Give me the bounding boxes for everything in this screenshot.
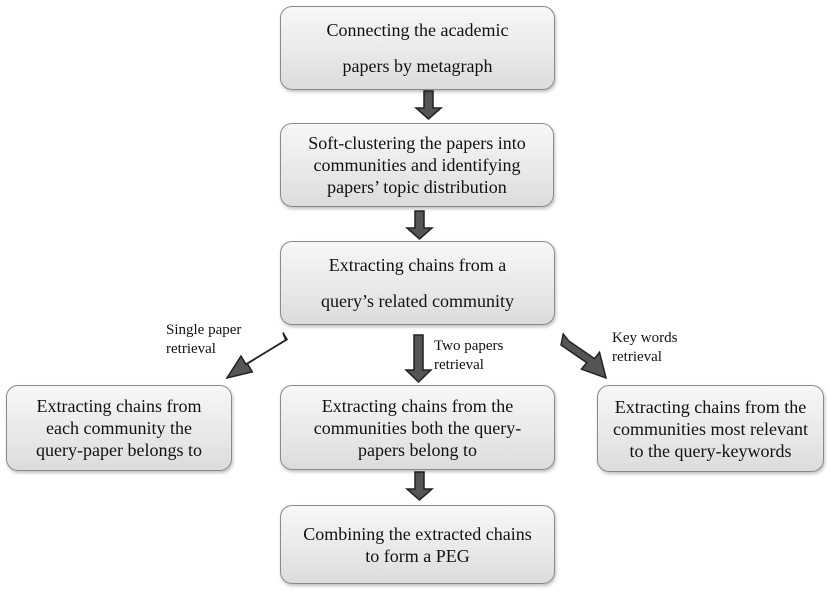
box-line: Extracting chains from the <box>614 396 807 417</box>
label-line: retrieval <box>166 341 216 357</box>
two-papers-extraction-box: Extracting chains from the communities b… <box>280 385 555 470</box>
box-line: to the query-keywords <box>629 440 792 461</box>
box-line: Extracting chains from a <box>328 255 507 275</box>
soft-clustering-box: Soft-clustering the papers into communit… <box>280 123 554 207</box>
box-line: communities and identifying <box>313 155 521 175</box>
label-line: retrieval <box>612 349 662 365</box>
box-line: each community the <box>46 418 192 438</box>
box-line: communities most relevant <box>613 418 808 439</box>
box-line: communities both the query- <box>313 417 522 438</box>
keywords-extraction-box: Extracting chains from the communities m… <box>597 385 824 472</box>
box-line: to form a PEG <box>365 545 470 566</box>
label-line: Single paper <box>166 322 242 338</box>
arrow-step3-to-two <box>404 334 433 384</box>
arrow-step3-to-keywords <box>560 332 608 380</box>
keywords-retrieval-label: Key words retrieval <box>612 329 677 367</box>
label-line: Two papers <box>434 338 504 354</box>
combine-peg-box: Combining the extracted chains to form a… <box>280 505 555 584</box>
related-community-extraction-box: Extracting chains from a query’s related… <box>280 241 555 325</box>
arrow-step3-to-single <box>225 332 289 380</box>
two-papers-retrieval-label: Two papers retrieval <box>434 337 503 375</box>
box-line: Extracting chains from <box>36 396 202 416</box>
box-line: Combining the extracted chains <box>303 523 532 544</box>
box-line: papers’ topic distribution <box>327 177 507 197</box>
box-line: query-paper belongs to <box>36 440 202 460</box>
arrow-step2-to-step3 <box>405 210 434 240</box>
box-line: Soft-clustering the papers into <box>308 133 526 153</box>
single-paper-extraction-box: Extracting chains from each community th… <box>6 385 232 471</box>
box-line: Extracting chains from the <box>321 395 514 416</box>
label-line: Key words <box>612 330 678 346</box>
single-paper-retrieval-label: Single paper retrieval <box>166 321 241 359</box>
arrow-two-to-combine <box>405 471 434 501</box>
label-line: retrieval <box>434 357 484 373</box>
box-line: papers by metagraph <box>342 56 493 76</box>
box-line: query’s related community <box>321 291 514 311</box>
metagraph-connection-box: Connecting the academic papers by metagr… <box>280 6 555 90</box>
box-line: Connecting the academic <box>326 20 509 40</box>
box-line: papers belong to <box>358 439 477 460</box>
arrow-step1-to-step2 <box>414 90 443 120</box>
